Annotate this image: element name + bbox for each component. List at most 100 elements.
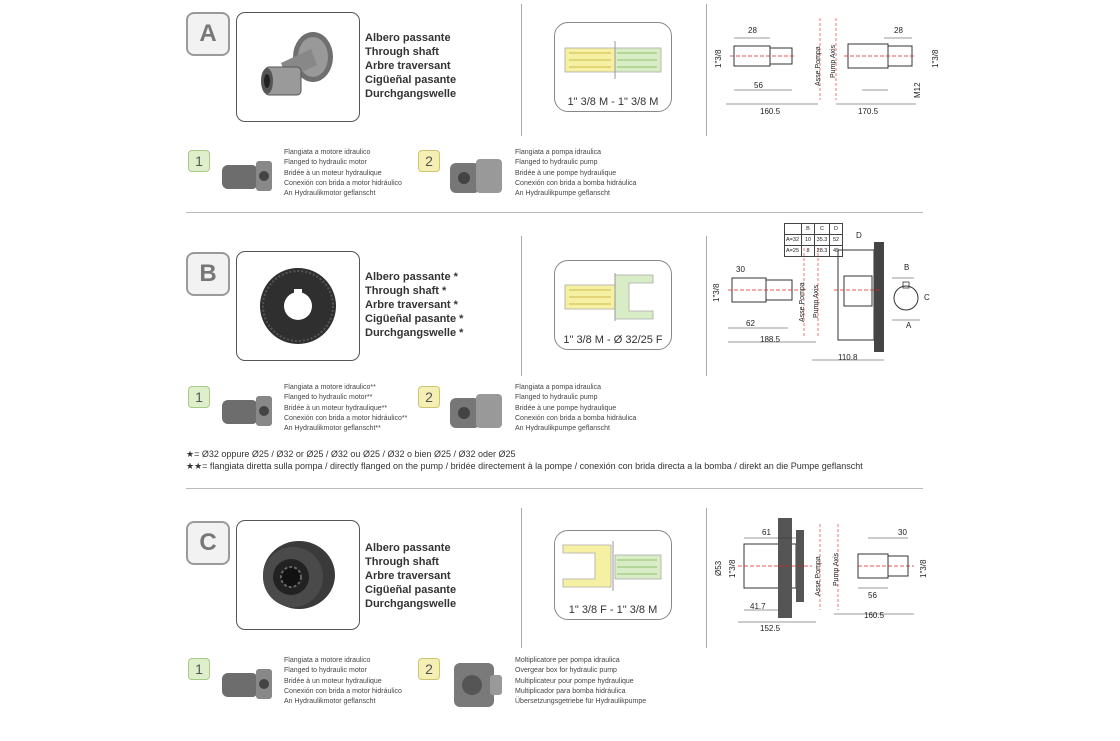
through-shaft-photo-b [236, 251, 360, 361]
dim-b-d: D [856, 231, 862, 240]
hydraulic-motor-image [216, 657, 278, 707]
dimension-table-b: B C D A=32 10 35.3 52 A=25 8 28.3 45 [784, 223, 843, 257]
through-shaft-photo-c [236, 520, 360, 630]
name-en: Through shaft [365, 46, 439, 58]
option-line: Bridée à un moteur hydraulique** [284, 404, 388, 412]
divider [521, 4, 522, 136]
dim-c-axis2: Pump Axis [833, 552, 840, 586]
name-fr: Arbre traversant * [365, 299, 458, 311]
option-c2-text: Moltiplicatore per pompa idraulica Overg… [515, 656, 646, 707]
option-badge-1: 1 [188, 386, 210, 408]
footnote-double-star: ★★= flangiata diretta sulla pompa / dire… [186, 461, 863, 472]
name-es: Cigüeñal pasante [365, 584, 457, 596]
option-badge-1: 1 [188, 150, 210, 172]
option-line: Bridée à un moteur hydraulique [284, 677, 382, 685]
option-line: An Hydraulikmotor geflanscht [284, 190, 376, 198]
option-line: Bridée à une pompe hydraulique [515, 169, 617, 177]
option-line: Flangiata a pompa idraulica [515, 149, 601, 156]
dim-c-total1: 152.5 [760, 624, 781, 633]
option-line: Overgear box for hydraulic pump [515, 667, 617, 675]
dim-c-shaft2: 1"3/8 [919, 559, 928, 578]
name-de: Durchgangswelle [365, 598, 457, 610]
shaft-label-a: 1" 3/8 M - 1" 3/8 M [567, 96, 659, 108]
option-line: Übersetzungsgetriebe für Hydraulikpumpe [515, 698, 647, 706]
option-badge-2: 2 [418, 150, 440, 172]
option-line: Flangiata a motore idraulico [284, 657, 371, 664]
dim-c-axis1: Asse Pompa [815, 556, 822, 596]
option-a2-text: Flangiata a pompa idraulica Flanged to h… [515, 148, 636, 199]
dim-a-axis2: Pump Axis [830, 44, 837, 78]
dimension-drawing-c: 61 30 Ø53 1"3/8 1"3/8 41.7 56 152.5 160.… [708, 510, 938, 635]
option-line: An Hydraulikmotor geflanscht [284, 698, 376, 706]
hydraulic-motor-image [216, 384, 278, 434]
dim-a-d2: 28 [894, 26, 903, 35]
dim-c-dia: Ø53 [714, 560, 723, 576]
star-icon: ★★= [186, 461, 208, 471]
option-line: An Hydraulikpumpe geflanscht [515, 190, 610, 198]
option-line: Flanged to hydraulic pump [515, 159, 598, 167]
footnote-single-star: ★= Ø32 oppure Ø25 / Ø32 or Ø25 / Ø32 ou … [186, 449, 516, 460]
table-row: B C D [784, 223, 843, 235]
dim-c-d1: 61 [762, 528, 771, 537]
section-letter-a: A [186, 12, 230, 56]
hydraulic-pump-image [446, 384, 508, 436]
option-badge-2: 2 [418, 386, 440, 408]
option-line: Conexión con brida a motor hidráulico [284, 179, 402, 187]
option-line: Flanged to hydraulic pump [515, 394, 598, 402]
name-it: Albero passante * [365, 271, 458, 283]
name-it: Albero passante [365, 32, 451, 44]
section-separator [186, 212, 923, 213]
dim-a-len1: 56 [754, 81, 763, 90]
option-line: Bridée à une pompe hydraulique [515, 404, 617, 412]
name-it: Albero passante [365, 542, 451, 554]
option-b2-text: Flangiata a pompa idraulica Flanged to h… [515, 383, 636, 434]
name-fr: Arbre traversant [365, 570, 451, 582]
option-line: Flanged to hydraulic motor [284, 159, 367, 167]
dim-c-shaft: 1"3/8 [728, 559, 737, 578]
option-line: Bridée à un moteur hydraulique [284, 169, 382, 177]
dim-a-d1: 28 [748, 26, 757, 35]
option-badge-2: 2 [418, 658, 440, 680]
option-line: Conexión con brida a bomba hidráulica [515, 414, 637, 422]
star-icon: ★= [186, 449, 200, 459]
dimension-drawing-b: 30 1"3/8 62 188.5 110.8 Asse Pompa Pump … [708, 228, 938, 368]
shaft-diagram-a: 1" 3/8 M - 1" 3/8 M [554, 22, 672, 112]
shaft-diagram-b: 1" 3/8 M - Ø 32/25 F [554, 260, 672, 350]
dim-b-b: B [904, 263, 909, 272]
name-en: Through shaft [365, 556, 439, 568]
option-line: Conexión con brida a motor hidráulico** [284, 414, 408, 422]
option-line: Flangiata a pompa idraulica [515, 384, 601, 391]
option-line: Multiplicador para bomba hidráulica [515, 687, 626, 695]
section-separator [186, 488, 923, 489]
section-c-names: Albero passante Through shaft Arbre trav… [365, 541, 456, 611]
name-de: Durchgangswelle [365, 88, 457, 100]
dim-a-axis1: Asse Pompa [815, 46, 822, 86]
option-a1-text: Flangiata a motore idraulico Flanged to … [284, 148, 402, 199]
dim-a-shaft: 1"3/8 [714, 49, 723, 68]
dim-b-d1: 30 [736, 265, 745, 274]
divider [521, 236, 522, 376]
name-fr: Arbre traversant [365, 60, 451, 72]
option-line: Flanged to hydraulic motor [284, 667, 367, 675]
shaft-label-c: 1" 3/8 F - 1" 3/8 M [568, 604, 658, 616]
name-de: Durchgangswelle * [365, 327, 464, 339]
dimension-drawing-a: 28 28 1"3/8 1"3/8 56 160.5 170.5 M12 Ass… [712, 8, 942, 118]
dim-b-a: A [906, 321, 912, 330]
section-letter-b: B [186, 252, 230, 296]
dim-a-thread: M12 [913, 82, 922, 98]
section-b-names: Albero passante * Through shaft * Arbre … [365, 270, 463, 340]
dim-c-total2: 160.5 [864, 611, 885, 620]
section-letter-c: C [186, 521, 230, 565]
option-line: Flangiata a motore idraulico** [284, 384, 376, 391]
table-row: A=25 8 28.3 45 [784, 245, 843, 257]
option-line: Flangiata a motore idraulico [284, 149, 371, 156]
dim-b-axis1: Asse Pompa [799, 282, 806, 322]
option-c1-text: Flangiata a motore idraulico Flanged to … [284, 656, 402, 707]
table-cell: 45 [829, 245, 843, 257]
divider [521, 508, 522, 648]
option-line: An Hydraulikpumpe geflanscht [515, 425, 610, 433]
option-line: Conexión con brida a bomba hidráulica [515, 179, 637, 187]
shaft-diagram-c: 1" 3/8 F - 1" 3/8 M [554, 530, 672, 620]
option-line: Flanged to hydraulic motor** [284, 394, 373, 402]
name-es: Cigüeñal pasante [365, 74, 457, 86]
